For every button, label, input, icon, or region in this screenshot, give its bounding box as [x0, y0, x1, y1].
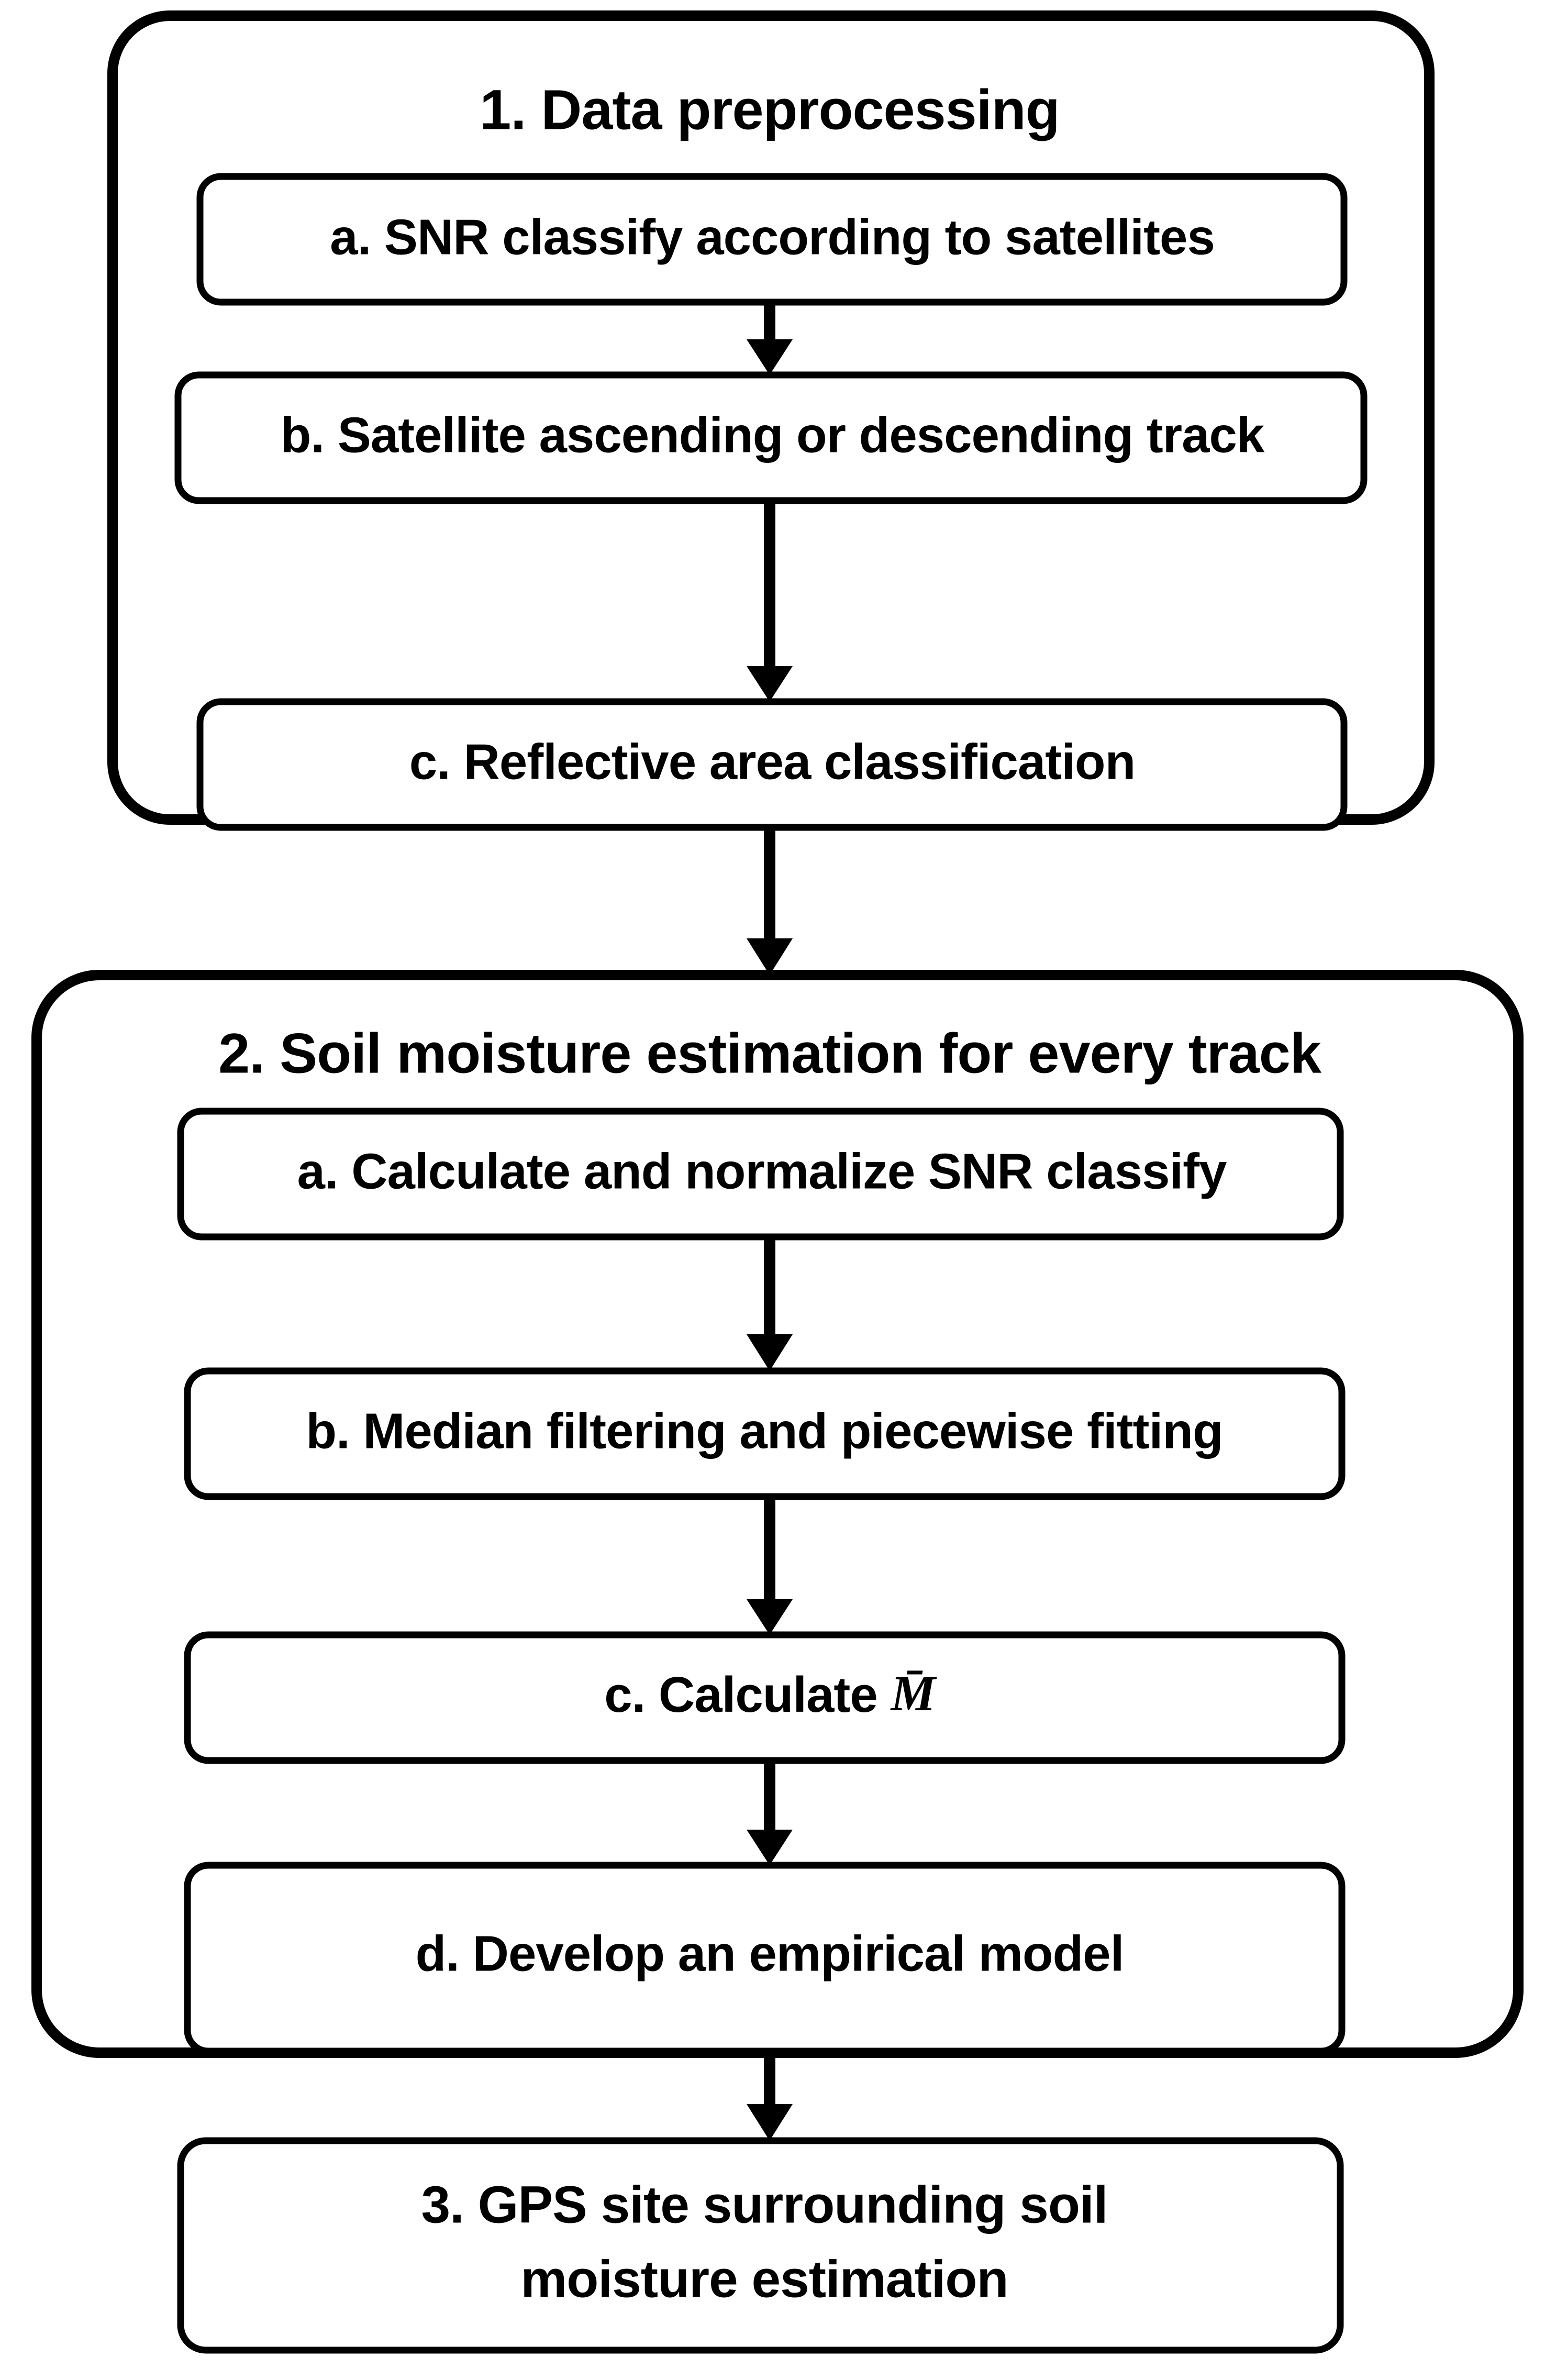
step-label-g1-a: a. SNR classify according to satellites	[330, 209, 1215, 265]
step-label-g2-c-text: c. Calculate	[604, 1667, 891, 1723]
group-1-title: 1. Data preprocessing	[480, 78, 1059, 141]
step-box-g2-a[interactable]	[177, 1108, 1344, 1241]
math-symbol-m-bar: M̄	[890, 1665, 937, 1721]
step-label-g2-d: d. Develop an empirical model	[416, 1925, 1124, 1982]
connector-g2a-g2b	[747, 1237, 793, 1371]
connector-g2b-g2c	[747, 1497, 793, 1635]
final-step-line-2: moisture estimation	[520, 2250, 1008, 2308]
step-label-g1-c: c. Reflective area classification	[409, 734, 1135, 790]
connector-g1b-g1c	[747, 501, 793, 702]
step-label-g2-a: a. Calculate and normalize SNR classify	[297, 1143, 1227, 1199]
connector-g1a-g1b	[747, 302, 793, 375]
group-2-title: 2. Soil moisture estimation for every tr…	[218, 1022, 1322, 1085]
connector-g2d-step3	[747, 2051, 793, 2141]
step-label-g2-c: c. Calculate M̄	[604, 1665, 937, 1723]
connector-g2c-g2d	[747, 1761, 793, 1865]
final-step-line-1: 3. GPS site surrounding soil	[421, 2175, 1107, 2234]
step-label-g2-b: b. Median filtering and piecewise fittin…	[306, 1403, 1222, 1459]
final-step-box[interactable]	[177, 2137, 1344, 2354]
step-label-g1-b: b. Satellite ascending or descending tra…	[281, 407, 1265, 463]
connector-group1-group2	[747, 827, 793, 975]
